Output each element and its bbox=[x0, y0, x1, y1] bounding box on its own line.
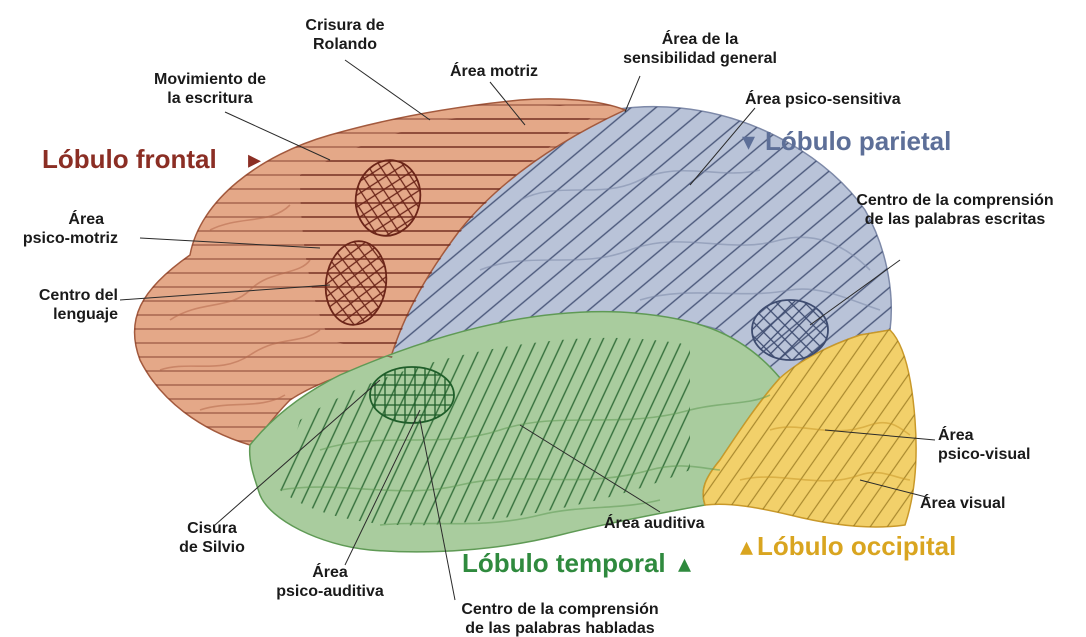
label-area-motriz-line-1: Área motriz bbox=[450, 61, 538, 80]
label-crisura-rolando-line-2: Rolando bbox=[313, 36, 377, 53]
label-psico-auditiva: Área psico-auditiva bbox=[276, 562, 384, 600]
label-movimiento-escritura-line-2: la escritura bbox=[167, 90, 252, 107]
label-sensibilidad-general-line-2: sensibilidad general bbox=[623, 50, 777, 67]
label-psico-motriz: Área psico-motriz bbox=[23, 209, 118, 247]
label-comprension-habladas-line-1: Centro de la comprensión bbox=[461, 601, 658, 618]
label-psico-auditiva-line-2: psico-auditiva bbox=[276, 583, 384, 600]
lobe-parietal-title: Lóbulo parietal bbox=[765, 126, 951, 156]
comprension-escritas-oval bbox=[752, 300, 828, 360]
label-psico-sensitiva-line-1: Área psico-sensitiva bbox=[745, 89, 901, 108]
lobe-frontal-title: Lóbulo frontal bbox=[42, 144, 217, 174]
label-psico-auditiva-line-1: Área bbox=[312, 562, 348, 581]
label-area-auditiva-line-1: Área auditiva bbox=[604, 513, 705, 532]
label-comprension-escritas: Centro de la comprensión de las palabras … bbox=[856, 192, 1053, 228]
label-crisura-rolando-line-1: Crisura de bbox=[305, 17, 384, 34]
label-area-auditiva: Área auditiva bbox=[604, 513, 705, 532]
comprension-habladas-oval bbox=[370, 367, 454, 423]
label-area-visual-line-1: Área visual bbox=[920, 493, 1005, 512]
label-centro-lenguaje: Centro del lenguaje bbox=[39, 287, 118, 323]
label-cisura-silvio: Cisura de Silvio bbox=[179, 520, 245, 556]
label-psico-motriz-line-2: psico-motriz bbox=[23, 230, 118, 247]
lobe-temporal-title: Lóbulo temporal bbox=[462, 548, 666, 578]
label-area-motriz: Área motriz bbox=[450, 61, 538, 80]
label-comprension-habladas-line-2: de las palabras habladas bbox=[465, 620, 655, 637]
label-area-visual: Área visual bbox=[920, 493, 1005, 512]
label-psico-visual: Área psico-visual bbox=[938, 425, 1030, 463]
label-comprension-escritas-line-1: Centro de la comprensión bbox=[856, 192, 1053, 209]
label-crisura-rolando: Crisura de Rolando bbox=[305, 17, 384, 53]
lobe-occipital-arrow: ▴ bbox=[740, 531, 753, 561]
label-psico-motriz-line-1: Área bbox=[68, 209, 104, 228]
label-sensibilidad-general: Área de la sensibilidad general bbox=[623, 29, 777, 67]
label-comprension-habladas: Centro de la comprensión de las palabras … bbox=[461, 601, 658, 637]
label-sensibilidad-general-line-1: Área de la bbox=[662, 29, 739, 48]
label-cisura-silvio-line-2: de Silvio bbox=[179, 539, 245, 556]
lobe-parietal-arrow: ▾ bbox=[742, 126, 755, 156]
label-psico-visual-line-2: psico-visual bbox=[938, 446, 1030, 463]
label-cisura-silvio-line-1: Cisura bbox=[187, 520, 237, 537]
label-movimiento-escritura: Movimiento de la escritura bbox=[154, 71, 266, 107]
label-psico-visual-line-1: Área bbox=[938, 425, 974, 444]
label-centro-lenguaje-line-1: Centro del bbox=[39, 287, 118, 304]
label-psico-sensitiva: Área psico-sensitiva bbox=[745, 89, 901, 108]
lobe-frontal-arrow: ▸ bbox=[248, 144, 261, 174]
label-centro-lenguaje-line-2: lenguaje bbox=[53, 306, 118, 323]
label-comprension-escritas-line-2: de las palabras escritas bbox=[865, 211, 1046, 228]
label-movimiento-escritura-line-1: Movimiento de bbox=[154, 71, 266, 88]
lobe-temporal-arrow: ▴ bbox=[678, 548, 691, 578]
lobe-occipital-title: Lóbulo occipital bbox=[757, 531, 956, 561]
